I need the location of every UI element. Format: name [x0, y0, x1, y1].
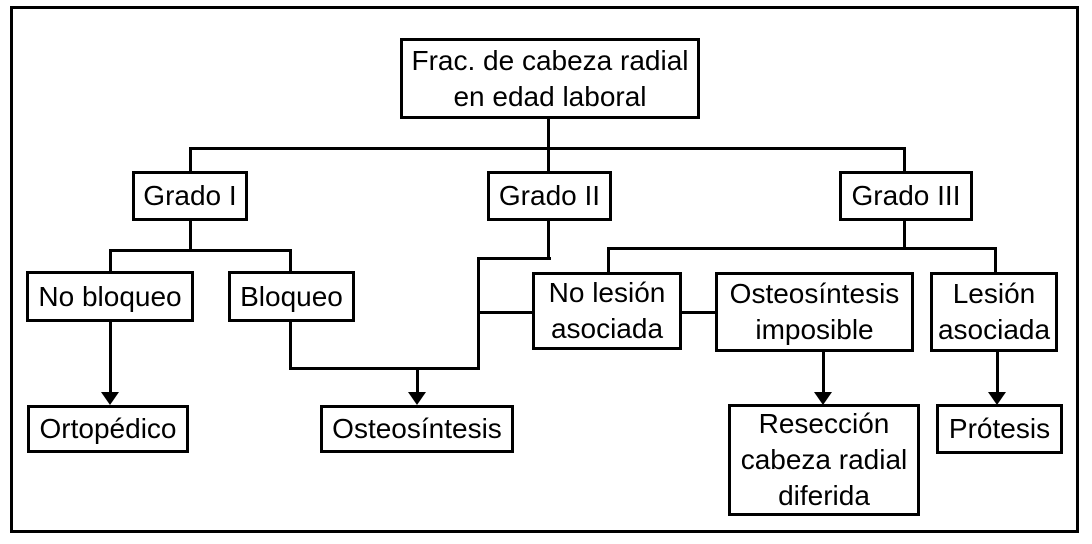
- connector-drop-no-bloqueo: [109, 249, 112, 271]
- connector-drop-no-lesion: [607, 247, 610, 273]
- connector-grado3-bus: [607, 247, 997, 250]
- node-no-bloqueo: No bloqueo: [26, 271, 194, 322]
- node-reseccion-cabeza-radial: Resección cabeza radial diferida: [728, 404, 920, 516]
- node-osteosintesis: Osteosíntesis: [320, 405, 514, 453]
- connector-no-lesion-to-osteo-imposible: [682, 311, 716, 314]
- connector-drop-grado1: [189, 147, 192, 171]
- arrowhead-reseccion-icon: [814, 392, 832, 405]
- connector-lesion-to-protesis: [996, 352, 999, 394]
- connector-grado3-stem: [903, 221, 906, 250]
- connector-bloqueo-stem: [289, 322, 292, 369]
- node-lesion-asociada: Lesión asociada: [930, 272, 1058, 352]
- node-ortopedico: Ortopédico: [27, 405, 189, 453]
- figure-border: [10, 6, 1079, 533]
- node-osteosintesis-imposible: Osteosíntesis imposible: [715, 272, 914, 352]
- connector-drop-grado2: [547, 147, 550, 171]
- connector-drop-lesion-asociada: [994, 247, 997, 273]
- node-grado-iii: Grado III: [839, 171, 973, 221]
- arrowhead-osteosintesis-icon: [408, 392, 426, 405]
- connector-osteosintesis-bus: [289, 367, 480, 370]
- arrowhead-protesis-icon: [988, 392, 1006, 405]
- node-bloqueo: Bloqueo: [228, 271, 355, 322]
- node-grado-i: Grado I: [132, 171, 248, 221]
- node-no-lesion-asociada: No lesión asociada: [532, 272, 682, 350]
- connector-grado2-jog: [477, 257, 551, 260]
- connector-drop-grado3: [903, 147, 906, 171]
- connector-root-stem: [547, 119, 550, 148]
- connector-to-osteosintesis: [416, 368, 419, 394]
- connector-grado1-bus: [109, 249, 291, 252]
- connector-junction-to-no-lesion: [477, 311, 534, 314]
- node-grado-ii: Grado II: [487, 171, 612, 221]
- connector-grado2-stem: [547, 221, 550, 260]
- connector-osteo-imposible-to-reseccion: [822, 352, 825, 394]
- node-protesis: Prótesis: [936, 404, 1063, 454]
- connector-no-bloqueo-to-ortopedico: [109, 322, 112, 394]
- connector-drop-bloqueo: [289, 249, 292, 271]
- arrowhead-ortopedico-icon: [101, 392, 119, 405]
- connector-grado1-stem: [189, 221, 192, 250]
- node-frac-cabeza-radial: Frac. de cabeza radial en edad laboral: [400, 38, 700, 119]
